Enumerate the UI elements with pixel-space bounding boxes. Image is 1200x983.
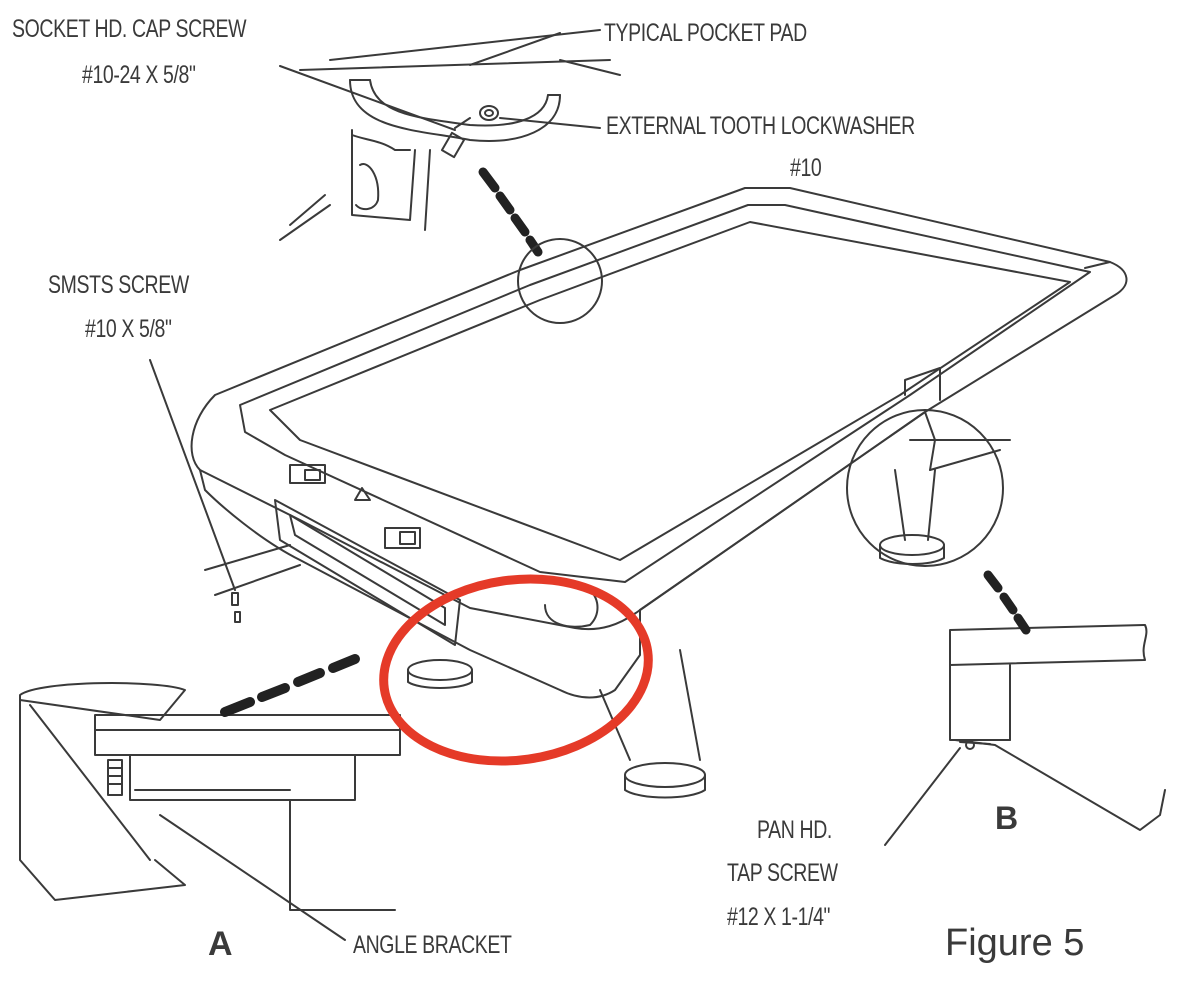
detail-b-label: B — [995, 800, 1019, 836]
pocket-pad-detail — [280, 30, 620, 240]
detail-a — [20, 683, 400, 940]
detail-a-label: A — [208, 925, 233, 963]
socket-screw-label-1: SOCKET HD. CAP SCREW — [12, 15, 247, 43]
dashed-arrow-top — [483, 172, 538, 252]
dashed-arrow-b — [988, 575, 1026, 630]
figure-caption: Figure 5 — [945, 922, 1085, 964]
smsts-label-1: SMSTS SCREW — [48, 271, 189, 299]
pool-table — [192, 188, 1127, 798]
pan-head-label-3: #12 X 1-1/4" — [727, 903, 831, 931]
smsts-label-2: #10 X 5/8" — [85, 315, 172, 343]
highlight-ellipse — [372, 562, 660, 777]
lockwasher-label-2: #10 — [790, 154, 822, 182]
detail-b — [885, 625, 1165, 845]
smsts-screw-detail — [150, 360, 300, 622]
pan-head-label-2: TAP SCREW — [727, 859, 838, 887]
pan-head-label-1: PAN HD. — [757, 816, 832, 844]
lockwasher-label-1: EXTERNAL TOOTH LOCKWASHER — [606, 112, 915, 140]
socket-screw-label-2: #10-24 X 5/8" — [82, 61, 196, 89]
dashed-arrow-a — [225, 659, 355, 712]
pocket-pad-label: TYPICAL POCKET PAD — [604, 19, 807, 47]
angle-bracket-label: ANGLE BRACKET — [353, 931, 512, 959]
